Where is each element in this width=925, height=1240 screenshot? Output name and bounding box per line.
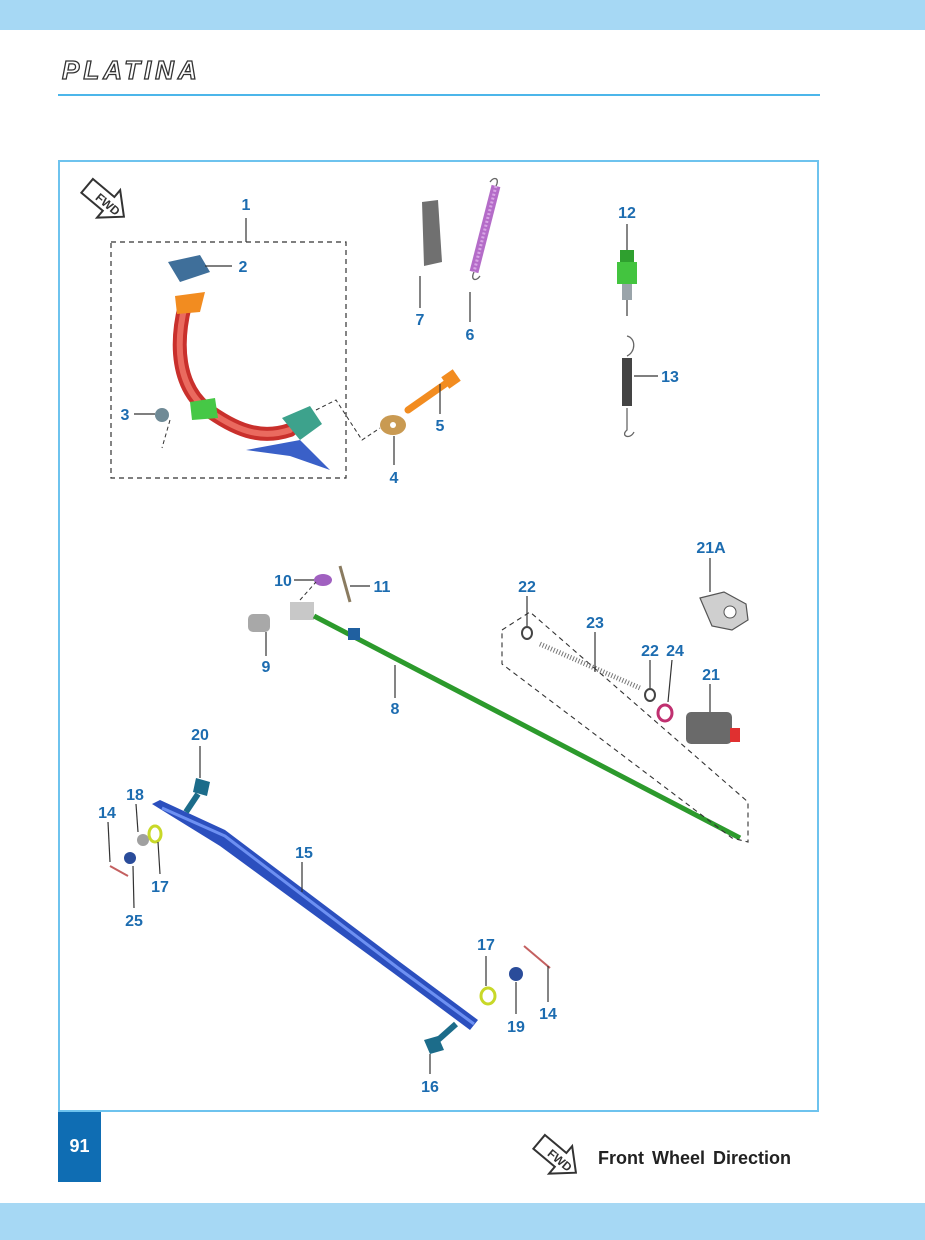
split-pin-14b-part bbox=[523, 945, 551, 969]
callout-17b: 17 bbox=[477, 937, 495, 954]
callout-2: 2 bbox=[239, 259, 248, 276]
callout-25: 25 bbox=[125, 913, 143, 930]
callout-4: 4 bbox=[390, 470, 399, 487]
header-rule bbox=[58, 94, 820, 96]
spring-washer-17b-part bbox=[479, 986, 497, 1006]
callout-14b: 14 bbox=[539, 1006, 557, 1023]
pivot-bolt-part bbox=[404, 369, 461, 414]
callout-1: 1 bbox=[242, 197, 251, 214]
rod-joint-part bbox=[290, 602, 314, 620]
leader-lines bbox=[107, 224, 711, 1074]
callout-5: 5 bbox=[436, 418, 445, 435]
callout-19: 19 bbox=[507, 1019, 525, 1036]
switch-spring-part bbox=[622, 335, 635, 438]
nut-19-part bbox=[509, 967, 523, 981]
pedal-rubber-part bbox=[168, 255, 210, 282]
callout-20: 20 bbox=[191, 727, 209, 744]
pedal-group-box bbox=[110, 241, 347, 479]
brake-pedal-part bbox=[172, 292, 330, 470]
callout-14a: 14 bbox=[98, 805, 116, 822]
washer-22b-part bbox=[644, 688, 656, 702]
washer-10-part bbox=[314, 574, 332, 586]
callout-15: 15 bbox=[295, 845, 313, 862]
callout-17a: 17 bbox=[151, 879, 169, 896]
callout-6: 6 bbox=[466, 327, 475, 344]
fwd-legend-icon: FWD bbox=[531, 1133, 578, 1175]
callout-21a: 21A bbox=[696, 540, 726, 557]
page-number-box bbox=[58, 1112, 101, 1182]
callout-23: 23 bbox=[586, 615, 604, 632]
callout-10: 10 bbox=[274, 573, 292, 590]
nut-25-part bbox=[124, 852, 136, 864]
brake-rod-part bbox=[312, 613, 742, 841]
callout-8: 8 bbox=[391, 701, 400, 718]
split-pin-part bbox=[338, 565, 352, 603]
page-number: 91 bbox=[69, 1136, 90, 1156]
adjuster-spring-part bbox=[538, 641, 642, 691]
callout-21: 21 bbox=[702, 667, 720, 684]
plug-part bbox=[155, 408, 169, 422]
fwd-badge-icon: FWD bbox=[79, 177, 126, 219]
pedal-cover-part bbox=[422, 200, 442, 266]
callout-22a: 22 bbox=[518, 579, 536, 596]
callout-3: 3 bbox=[121, 407, 130, 424]
stop-switch-part bbox=[617, 250, 637, 316]
top-band bbox=[0, 0, 925, 30]
callout-9: 9 bbox=[262, 659, 271, 676]
callout-24: 24 bbox=[666, 643, 684, 660]
lever-bolt-20-part bbox=[183, 778, 210, 814]
washer-22a-part bbox=[521, 626, 533, 640]
adjuster-nut-21a-part bbox=[699, 591, 749, 631]
front-wheel-direction-label: Front Wheel Direction bbox=[598, 1148, 792, 1168]
adjusting-nut-part bbox=[686, 712, 740, 744]
split-pin-14a-part bbox=[109, 865, 129, 877]
callout-7: 7 bbox=[416, 312, 425, 329]
callout-16: 16 bbox=[421, 1079, 439, 1096]
platina-logo: PLATINA bbox=[61, 57, 201, 83]
callout-13: 13 bbox=[661, 369, 679, 386]
rod-end-cap-part bbox=[248, 614, 270, 632]
return-spring-part bbox=[469, 177, 501, 281]
spring-washer-17a-part bbox=[147, 824, 163, 844]
callout-22b: 22 bbox=[641, 643, 659, 660]
brand-text: PLATINA bbox=[62, 57, 201, 83]
washer-18-part bbox=[137, 834, 149, 846]
callout-12: 12 bbox=[618, 205, 636, 222]
brake-lever-arm-part bbox=[152, 800, 478, 1030]
lever-bolt-16-part bbox=[424, 1021, 458, 1054]
diagram-frame bbox=[58, 160, 819, 1112]
callout-18: 18 bbox=[126, 787, 144, 804]
pin-24-part bbox=[656, 703, 674, 723]
adjuster-group-box bbox=[501, 611, 749, 843]
bottom-band bbox=[0, 1203, 925, 1240]
callout-11: 11 bbox=[374, 579, 391, 596]
